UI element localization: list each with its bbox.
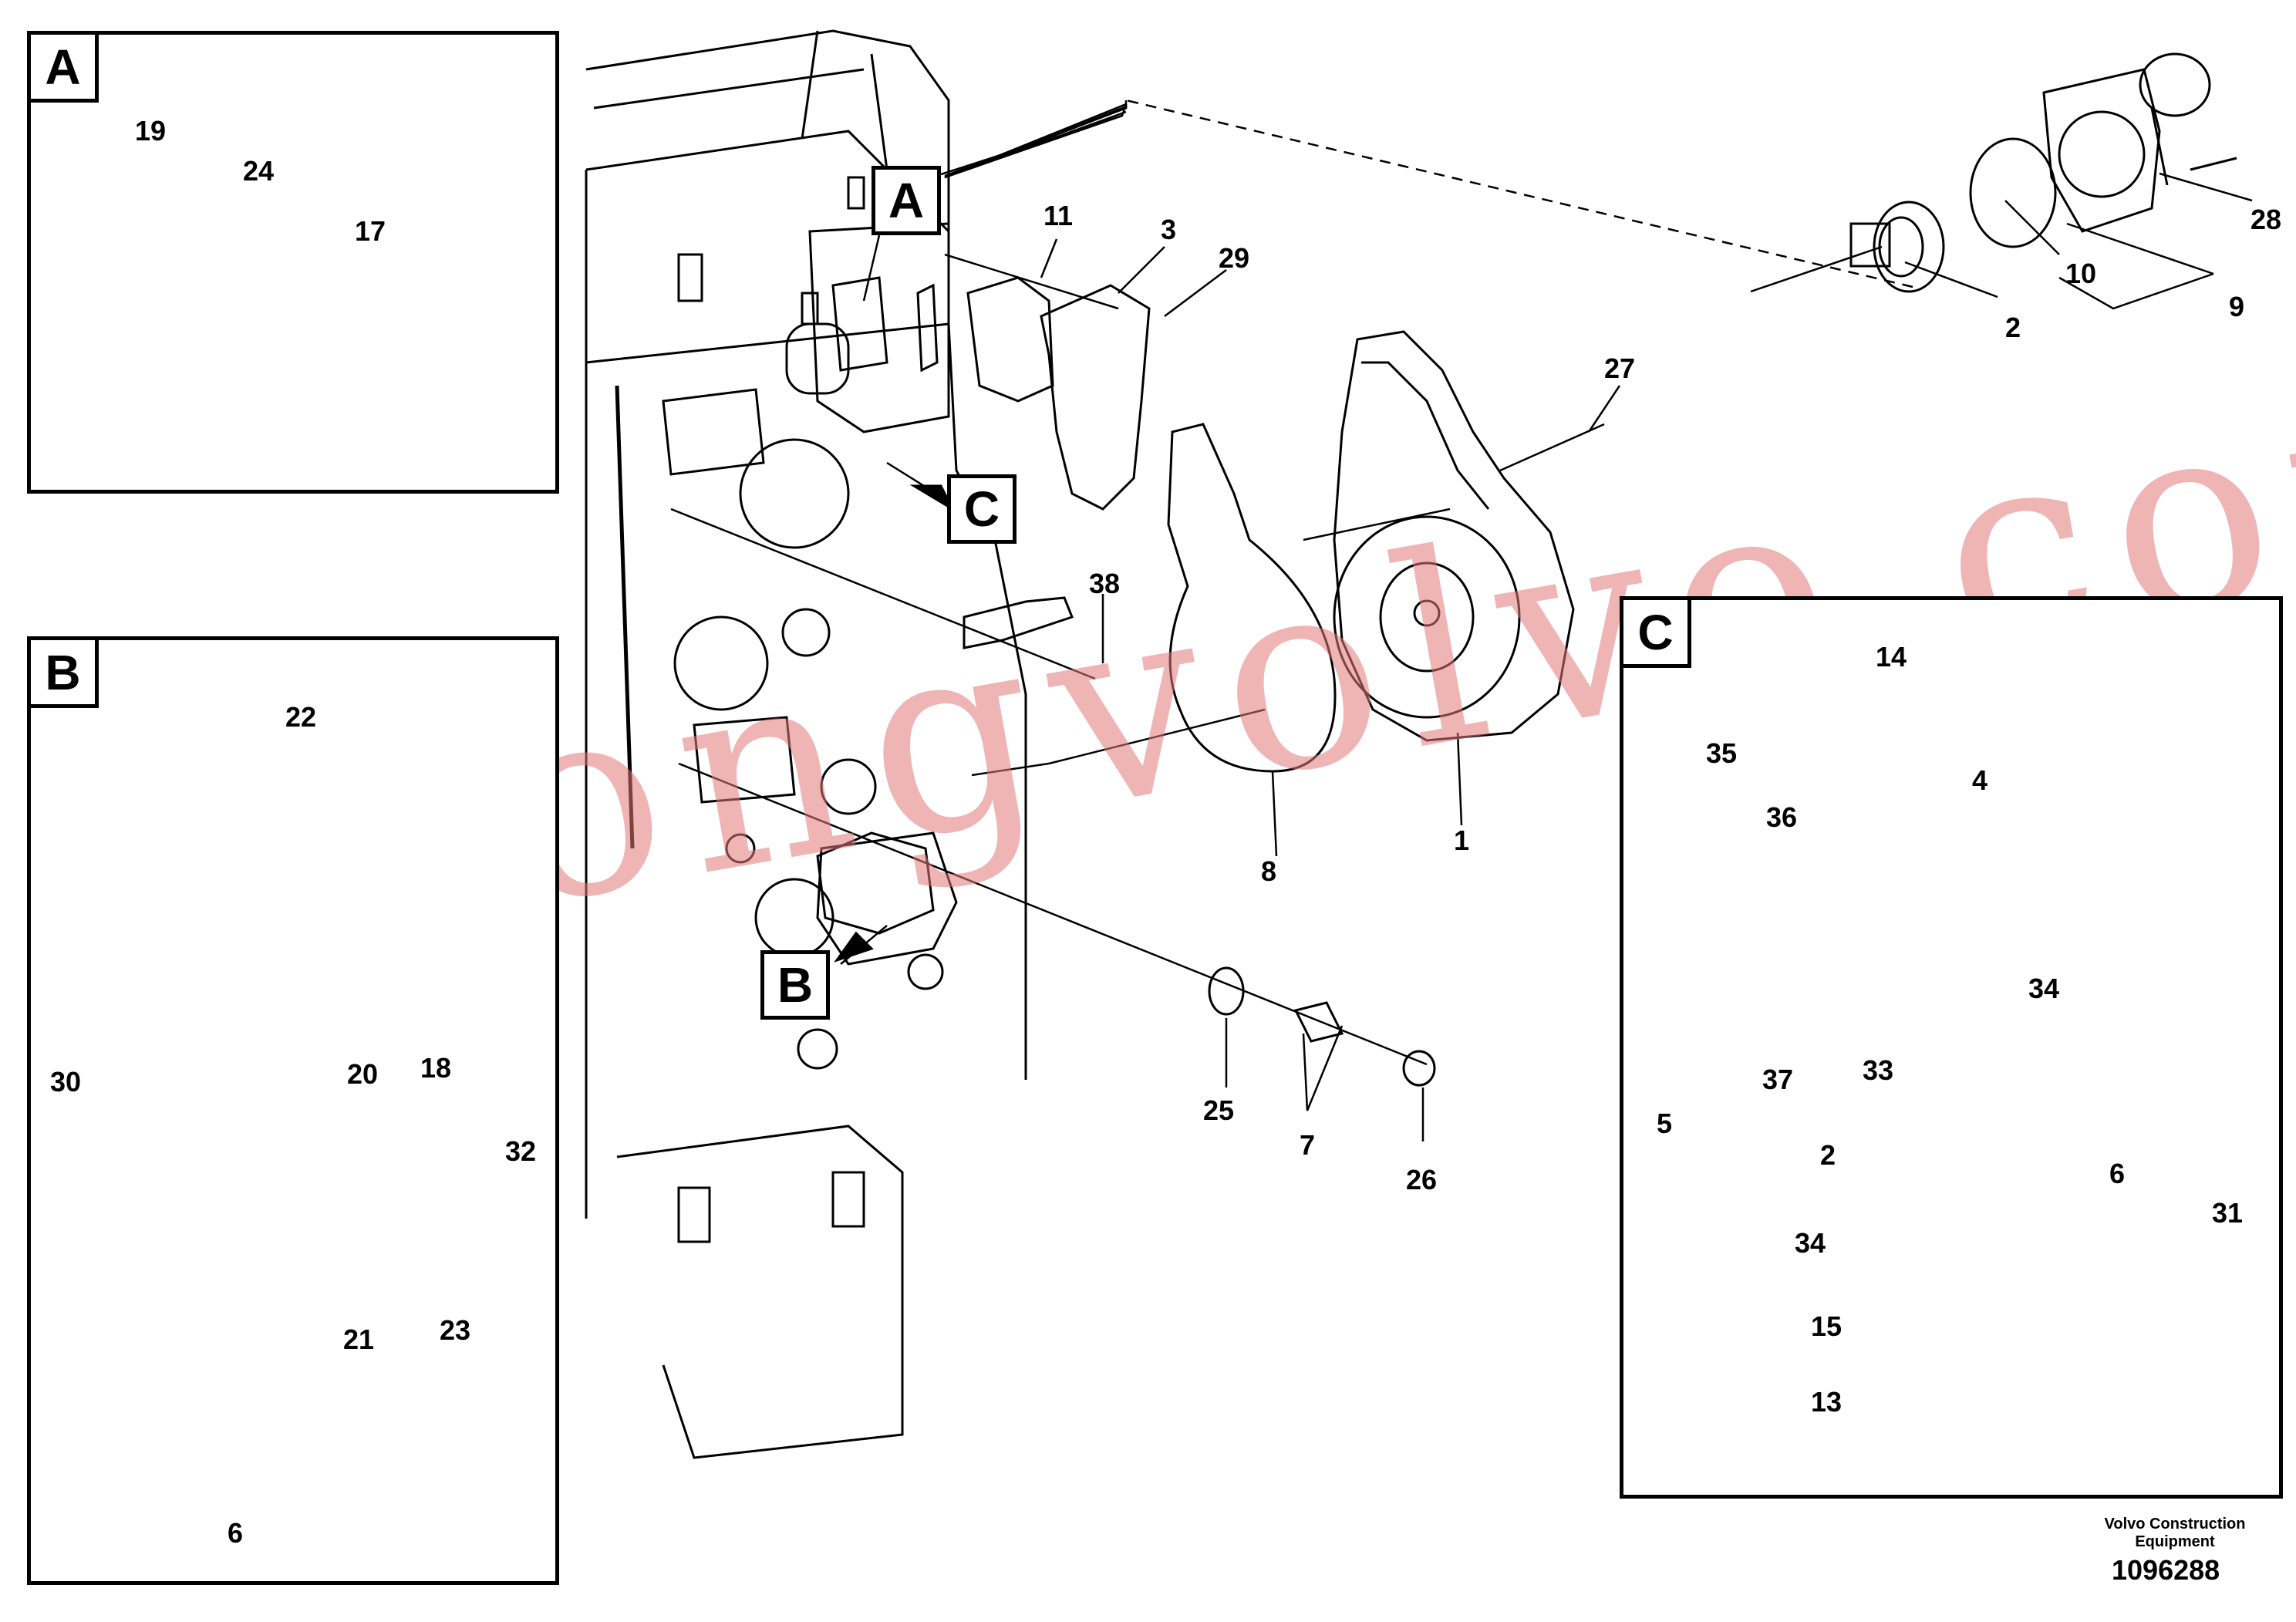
part-number: 3 [1160,214,1177,245]
part-number: 24 [242,155,275,187]
part-number: 11 [1043,200,1074,231]
part-number: 30 [49,1066,82,1098]
part-number: 37 [1762,1064,1794,1095]
inset-a: A [27,31,559,494]
flange-b-drawing [816,831,935,935]
part-number: 35 [1705,737,1738,769]
footer-line2: Equipment [2135,1533,2215,1550]
part-number: 38 [1088,568,1121,599]
part-number: 26 [1405,1164,1438,1195]
part-number: 23 [439,1314,471,1346]
part-number: 21 [342,1324,375,1355]
part-number: 31 [2211,1197,2244,1229]
part-number: 34 [2028,973,2060,1004]
part-number: 32 [504,1135,537,1167]
callout-a: A [872,166,941,235]
footer-brand: Volvo Construction Equipment [2082,1516,2267,1551]
water-pump-drawing [1333,330,1575,742]
inset-a-tag: A [31,35,99,103]
inset-c-tag: C [1623,600,1691,668]
part-number: 2 [2004,312,2021,343]
bracket-38-drawing [963,596,1074,649]
part-number: 13 [1810,1386,1843,1418]
seal-25-drawing [1208,966,1245,1016]
part-number: 8 [1260,855,1277,887]
part-number: 22 [285,701,317,733]
part-number: 14 [1875,641,1907,673]
part-number: 29 [1218,242,1250,274]
gasket-11-drawing [966,276,1054,403]
part-number: 1 [1453,824,1470,856]
inset-b: B [27,636,559,1585]
part-number: 4 [1971,764,1988,796]
part-number: 28 [2250,204,2282,235]
part-number: 34 [1794,1227,1826,1259]
part-number: 6 [2109,1158,2126,1189]
part-number: 36 [1765,801,1798,833]
inset-b-tag: B [31,640,99,708]
housing-3-drawing [1040,284,1151,511]
part-number: 19 [134,115,167,147]
arrow-b [834,931,874,963]
leader-lines [670,99,2253,1141]
callout-b: B [760,950,830,1020]
plug-26-drawing [1402,1050,1436,1087]
part-number: 2 [1819,1139,1836,1171]
part-number: 20 [346,1058,379,1090]
callout-c: C [947,474,1017,544]
document-number: 1096288 [2112,1554,2220,1586]
part-number: 25 [1202,1094,1235,1126]
part-number: 10 [2065,258,2097,289]
part-number: 17 [354,215,386,247]
arrow-c [909,484,956,512]
footer-line1: Volvo Construction [2104,1516,2246,1533]
part-number: 18 [420,1052,452,1084]
part-number: 15 [1810,1310,1843,1342]
engine-block [585,29,1027,1459]
part-number: 6 [227,1517,244,1549]
inset-c: C [1620,596,2283,1499]
thermostat-housing-drawing [1849,52,2237,293]
part-number: 33 [1862,1054,1894,1086]
part-number: 5 [1656,1108,1673,1139]
part-number: 27 [1603,352,1636,384]
part-number: 7 [1299,1129,1316,1161]
sensor-7-drawing [1293,1001,1344,1043]
part-number: 9 [2228,291,2245,322]
water-pump-gasket-drawing [1167,423,1337,773]
